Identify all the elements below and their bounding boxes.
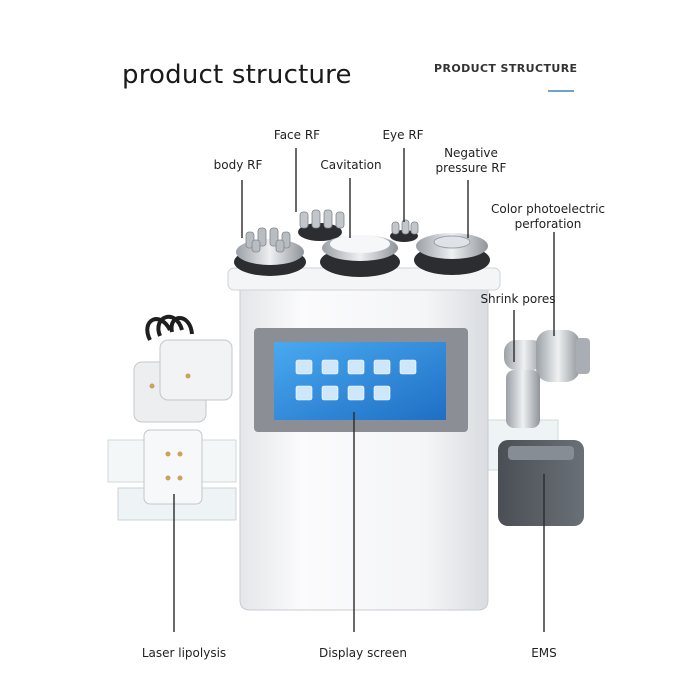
face-rf-probe [298,209,345,241]
label-negative-pressure-rf: Negative pressure RF [426,146,516,176]
label-eye-rf: Eye RF [382,128,424,142]
label-color-photoelectric-line1: Color photoelectric [490,202,606,216]
label-body-rf: body RF [213,158,263,172]
shrink-pores-handpiece [504,330,590,428]
label-color-photoelectric-line2: perforation [514,217,582,231]
laser-lipolysis-pads [133,314,233,505]
label-shrink-pores: Shrink pores [480,292,556,306]
label-color-photoelectric: Color photoelectric perforation [472,202,624,232]
eye-rf-probe [390,219,419,242]
leader-lines [173,148,555,632]
label-ems: EMS [531,646,557,660]
label-display-screen: Display screen [319,646,407,660]
accent-rule [548,90,574,92]
body-rf-probe [234,227,306,276]
display-screen [254,328,468,432]
cavitation-probe [320,235,400,277]
ems-pad [498,440,584,526]
label-negative-pressure-rf-line2: pressure RF [435,161,507,175]
negative-pressure-probe [414,233,490,275]
page-subtitle: PRODUCT STRUCTURE [434,62,578,75]
label-negative-pressure-rf-line1: Negative [444,146,498,160]
label-laser-lipolysis: Laser lipolysis [141,646,227,660]
label-cavitation: Cavitation [320,158,382,172]
page-title: product structure [122,60,352,90]
device-body [227,267,501,611]
label-face-rf: Face RF [273,128,321,142]
